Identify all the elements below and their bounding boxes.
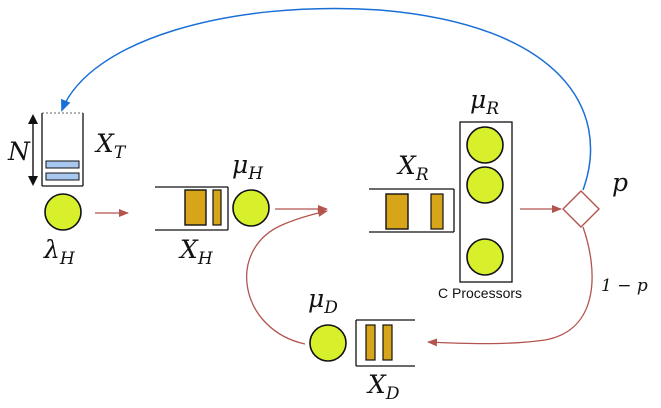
delay-queue: [355, 319, 415, 367]
processor-pool: [459, 121, 513, 283]
delay-server: [309, 324, 347, 362]
routing-decision: [562, 190, 600, 228]
delay-queue-label: XD: [366, 370, 400, 404]
terminal-pool: [41, 112, 84, 187]
processor-server: [466, 166, 504, 204]
queued-job: [184, 189, 207, 226]
terminal-slot: [45, 160, 80, 169]
delay-rate-label: μD: [308, 284, 338, 318]
arrival-server: [44, 193, 82, 231]
hold-queue: [155, 186, 229, 231]
hold-server: [232, 189, 270, 227]
capacity-label: N: [7, 137, 31, 166]
flow-arrow: [427, 226, 593, 347]
queued-job: [365, 324, 376, 361]
queued-job: [382, 324, 393, 361]
flow-arrow: [246, 209, 328, 345]
hold-queue-label: XH: [178, 235, 214, 269]
processing-queue: [369, 188, 455, 233]
complement-probability-label: 1 − p: [601, 276, 648, 296]
processor-server: [466, 238, 504, 276]
probability-label: p: [612, 168, 628, 197]
terminal-queue-label: XT: [94, 129, 127, 163]
queued-job: [430, 193, 444, 230]
processing-queue-label: XR: [396, 151, 429, 185]
arrival-rate-label: λH: [43, 235, 76, 269]
processor-count-label: C Processors: [438, 285, 522, 301]
queued-job: [385, 193, 409, 230]
processor-server: [466, 126, 504, 164]
terminal-slot: [45, 172, 80, 181]
feedback-arrow: [61, 7, 592, 191]
queued-job: [212, 189, 222, 226]
processor-rate-label: μR: [470, 85, 499, 119]
hold-rate-label: μH: [232, 150, 264, 184]
